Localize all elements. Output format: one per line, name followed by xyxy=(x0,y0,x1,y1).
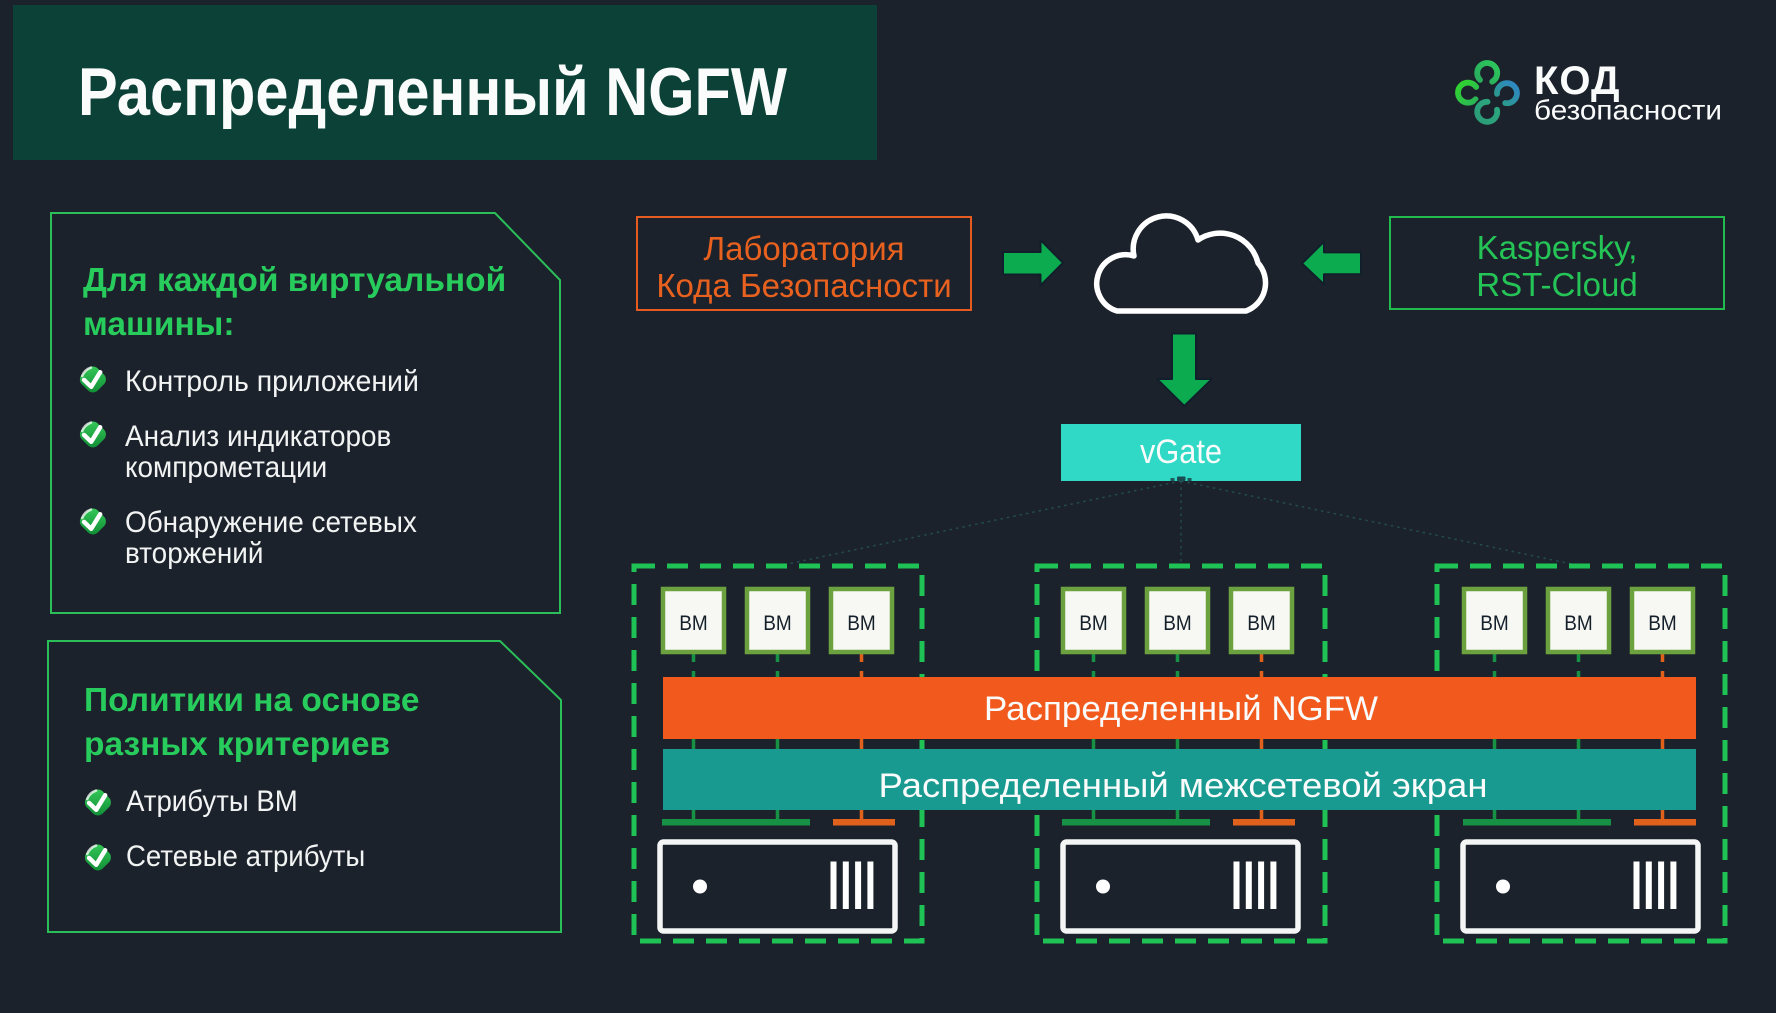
svg-text:ВМ: ВМ xyxy=(1163,611,1192,635)
svg-text:ВМ: ВМ xyxy=(763,611,792,635)
svg-text:Распределенный межсетевой экра: Распределенный межсетевой экран xyxy=(879,767,1488,805)
svg-text:КОД: КОД xyxy=(1534,59,1621,103)
svg-text:ВМ: ВМ xyxy=(1480,611,1509,635)
svg-text:безопасности: безопасности xyxy=(1534,95,1722,126)
svg-text:ВМ: ВМ xyxy=(1079,611,1108,635)
svg-text:ВМ: ВМ xyxy=(1648,611,1677,635)
svg-text:ВМ: ВМ xyxy=(1247,611,1276,635)
svg-text:Распределенный NGFW: Распределенный NGFW xyxy=(984,690,1378,728)
svg-text:ВМ: ВМ xyxy=(847,611,876,635)
svg-text:vGate: vGate xyxy=(1140,433,1222,471)
svg-text:ВМ: ВМ xyxy=(679,611,708,635)
svg-text:ВМ: ВМ xyxy=(1564,611,1593,635)
